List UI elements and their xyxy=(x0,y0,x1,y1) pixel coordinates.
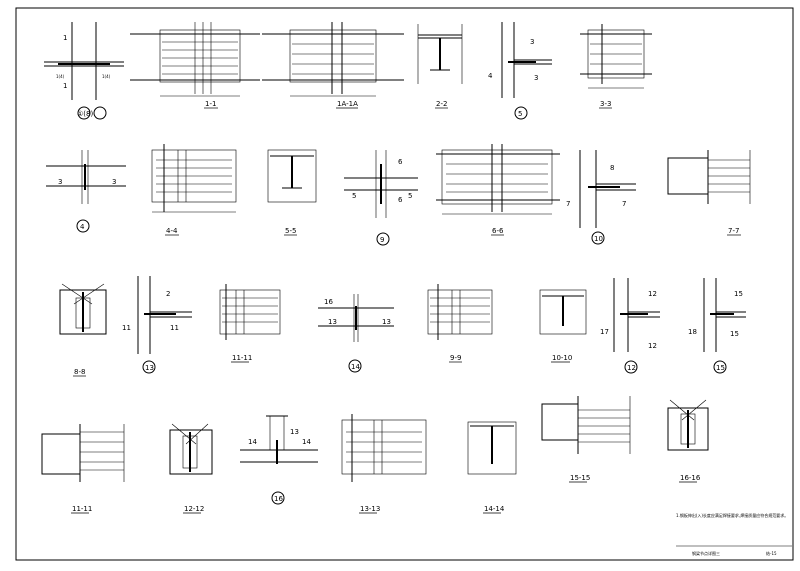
detail-11-11-a: 11-11 xyxy=(219,284,281,363)
section-label: 13-13 xyxy=(360,505,380,513)
callout-text: 16 xyxy=(324,298,333,306)
callout-text: 13 xyxy=(382,318,391,326)
section-label: 6-6 xyxy=(492,227,504,235)
callout-text: 6 xyxy=(398,196,403,204)
callout-text: 1 xyxy=(63,34,67,42)
callout-text: 7 xyxy=(622,200,626,208)
detail-9: 6 6 5 5 9 xyxy=(344,150,418,246)
section-label: 5 xyxy=(518,110,522,118)
detail-15: 15 15 18 15 xyxy=(688,278,746,374)
detail-8-8: 8-8 xyxy=(59,283,107,377)
callout-text: 3 xyxy=(58,178,62,186)
sheet-border xyxy=(15,7,794,561)
detail-14-14: 14-14 xyxy=(467,421,517,514)
section-label: 10 xyxy=(594,235,603,243)
section-label: 1-1 xyxy=(205,100,216,108)
note-text: 1.钢板伸出(入)长度应满足焊接要求,焊接质量应符合规范要求。 xyxy=(676,512,788,518)
section-label: 13 xyxy=(145,364,154,372)
detail-16: 14 14 13 16 xyxy=(240,415,318,505)
callout-text: 12 xyxy=(648,342,657,350)
callout-text: 2 xyxy=(166,290,170,298)
callout-text: 13 xyxy=(328,318,337,326)
detail-1-1: 1-1 xyxy=(130,22,260,109)
callout-text: 1 xyxy=(63,82,67,90)
section-label: 7-7 xyxy=(728,227,739,235)
detail-1a-1a: 1A-1A xyxy=(262,22,404,109)
section-label: 14 xyxy=(351,363,360,371)
detail-6-6: 6-6 xyxy=(436,144,560,236)
section-label: 9-9 xyxy=(450,354,461,362)
callout-text: 1(4) xyxy=(102,74,111,79)
section-label: 15-15 xyxy=(570,474,590,482)
section-label: 8-8 xyxy=(74,368,85,376)
callout-text: 4 xyxy=(488,72,493,80)
section-label: 4-4 xyxy=(166,227,178,235)
detail-12-12: 12-12 xyxy=(169,423,213,514)
detail-4-4: 4-4 xyxy=(151,144,237,236)
callout-text: 11 xyxy=(170,324,179,332)
callout-text: 6 xyxy=(398,158,403,166)
callout-text: 3 xyxy=(534,74,538,82)
section-label: 10-10 xyxy=(552,354,572,362)
detail-3-3: 3-3 xyxy=(580,24,652,109)
detail-5-5: 5-5 xyxy=(267,149,317,236)
section-label: 1A-1A xyxy=(337,100,358,108)
section-label: 3-3 xyxy=(600,100,611,108)
detail-13-13: 13-13 xyxy=(341,414,427,514)
section-label: 11-11 xyxy=(232,354,252,362)
section-label: 15 xyxy=(716,364,725,372)
section-label: 16 xyxy=(274,495,283,503)
detail-9-9: 9-9 xyxy=(427,284,493,363)
detail-10: 7 7 8 10 xyxy=(566,150,636,245)
drawing-number: 结-15 xyxy=(766,550,777,556)
callout-text: 5 xyxy=(408,192,412,200)
callout-text: 17 xyxy=(600,328,609,336)
section-label: 5-5 xyxy=(285,227,296,235)
section-label: 14-14 xyxy=(484,505,505,513)
section-label: 12 xyxy=(627,364,636,372)
section-label: ①(8) xyxy=(77,110,93,118)
sheet-title: 钢梁节点详图三 xyxy=(692,550,720,556)
callout-text: 3 xyxy=(112,178,116,186)
detail-5: 3 3 4 5 xyxy=(488,22,552,120)
detail-15-15: 15-15 xyxy=(541,396,631,483)
detail-16-16: 16-16 xyxy=(667,399,709,483)
callout-text: 5 xyxy=(352,192,356,200)
callout-text: 12 xyxy=(648,290,657,298)
callout-text: 14 xyxy=(302,438,311,446)
detail-2-2: 2-2 xyxy=(417,24,463,109)
callout-text: 18 xyxy=(688,328,697,336)
detail-12: 12 12 17 12 xyxy=(600,278,660,374)
section-label: 12-12 xyxy=(184,505,204,513)
section-label: 16-16 xyxy=(680,474,701,482)
detail-11-11-b: 11-11 xyxy=(41,424,125,514)
detail-13: 11 11 2 13 xyxy=(122,276,192,374)
callout-text: 15 xyxy=(734,290,743,298)
detail-1: 1 1 1(4) 1(4) ①(8) xyxy=(44,22,124,120)
callout-text: 14 xyxy=(248,438,257,446)
section-label: 4 xyxy=(80,223,85,231)
detail-14: 13 13 16 14 xyxy=(318,294,394,373)
section-label: 11-11 xyxy=(72,505,92,513)
callout-text: 15 xyxy=(730,330,739,338)
detail-7-7: 7-7 xyxy=(667,150,751,236)
detail-10-10: 10-10 xyxy=(539,289,587,363)
section-label: 9 xyxy=(380,236,384,244)
callout-text: 13 xyxy=(290,428,299,436)
callout-text: 11 xyxy=(122,324,131,332)
callout-text: 3 xyxy=(530,38,534,46)
callout-text: 8 xyxy=(610,164,614,172)
detail-4: 3 3 4 xyxy=(46,150,126,233)
section-label: 2-2 xyxy=(436,100,447,108)
callout-text: 1(4) xyxy=(56,74,65,79)
callout-text: 7 xyxy=(566,200,570,208)
